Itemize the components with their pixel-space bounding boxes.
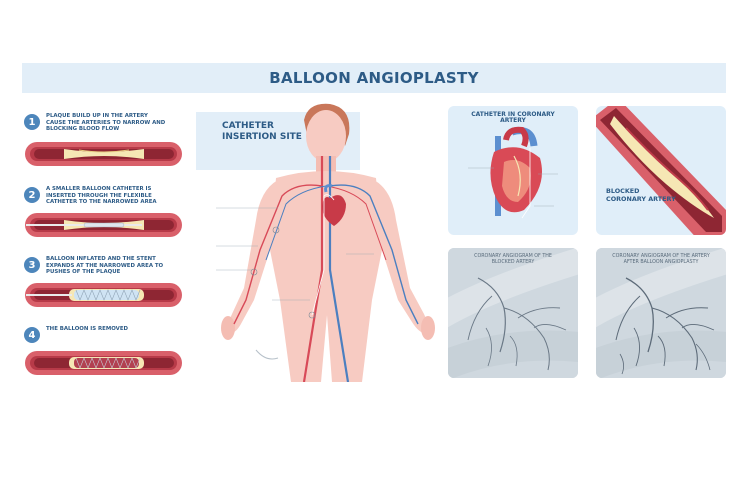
artery-plaque-illustration (25, 142, 182, 166)
blocked-artery-illustration (596, 106, 726, 235)
step-3: 3 BALLOON INFLATED AND THE STENT EXPANDS… (24, 256, 194, 307)
step-number: 3 (24, 257, 40, 273)
step-2: 2 A SMALLER BALLOON CATHETER IS INSERTED… (24, 186, 194, 237)
panel-angiogram-after: CORONARY ANGIOGRAM OF THE ARTERY AFTER B… (596, 248, 726, 378)
angiogram-after-illustration (596, 248, 726, 378)
panel-angiogram-blocked: CORONARY ANGIOGRAM OF THE BLOCKED ARTERY (448, 248, 578, 378)
title-banner: BALLOON ANGIOPLASTY (22, 63, 726, 93)
step-number: 4 (24, 327, 40, 343)
human-body-illustration (216, 103, 435, 382)
step-description: A SMALLER BALLOON CATHETER IS INSERTED T… (46, 186, 157, 206)
panel-catheter-in-coronary-artery: CATHETER IN CORONARY ARTERY (448, 106, 578, 235)
step-4: 4 THE BALLOON IS REMOVED (24, 326, 194, 375)
angiogram-blocked-illustration (448, 248, 578, 378)
artery-stent-expanded-illustration (25, 283, 182, 307)
page-title: BALLOON ANGIOPLASTY (269, 69, 479, 87)
artery-catheter-illustration (25, 213, 182, 237)
blocked-artery-label: BLOCKED CORONARY ARTERY (606, 187, 676, 203)
step-description: THE BALLOON IS REMOVED (46, 326, 128, 332)
panel-title: CORONARY ANGIOGRAM OF THE BLOCKED ARTERY (474, 254, 552, 266)
catheter-insertion-site-label: CATHETER INSERTION SITE (222, 121, 302, 142)
step-number: 1 (24, 114, 40, 130)
step-1: 1 PLAQUE BUILD UP IN THE ARTERY CAUSE TH… (24, 113, 194, 166)
artery-stent-illustration (25, 351, 182, 375)
heart-catheter-illustration (468, 126, 558, 219)
panel-blocked-coronary-artery: BLOCKED CORONARY ARTERY (596, 106, 726, 235)
panel-title: CATHETER IN CORONARY ARTERY (471, 111, 555, 125)
step-description: PLAQUE BUILD UP IN THE ARTERY CAUSE THE … (46, 113, 166, 133)
panel-title: CORONARY ANGIOGRAM OF THE ARTERY AFTER B… (612, 254, 710, 266)
step-number: 2 (24, 187, 40, 203)
step-description: BALLOON INFLATED AND THE STENT EXPANDS A… (46, 256, 164, 276)
